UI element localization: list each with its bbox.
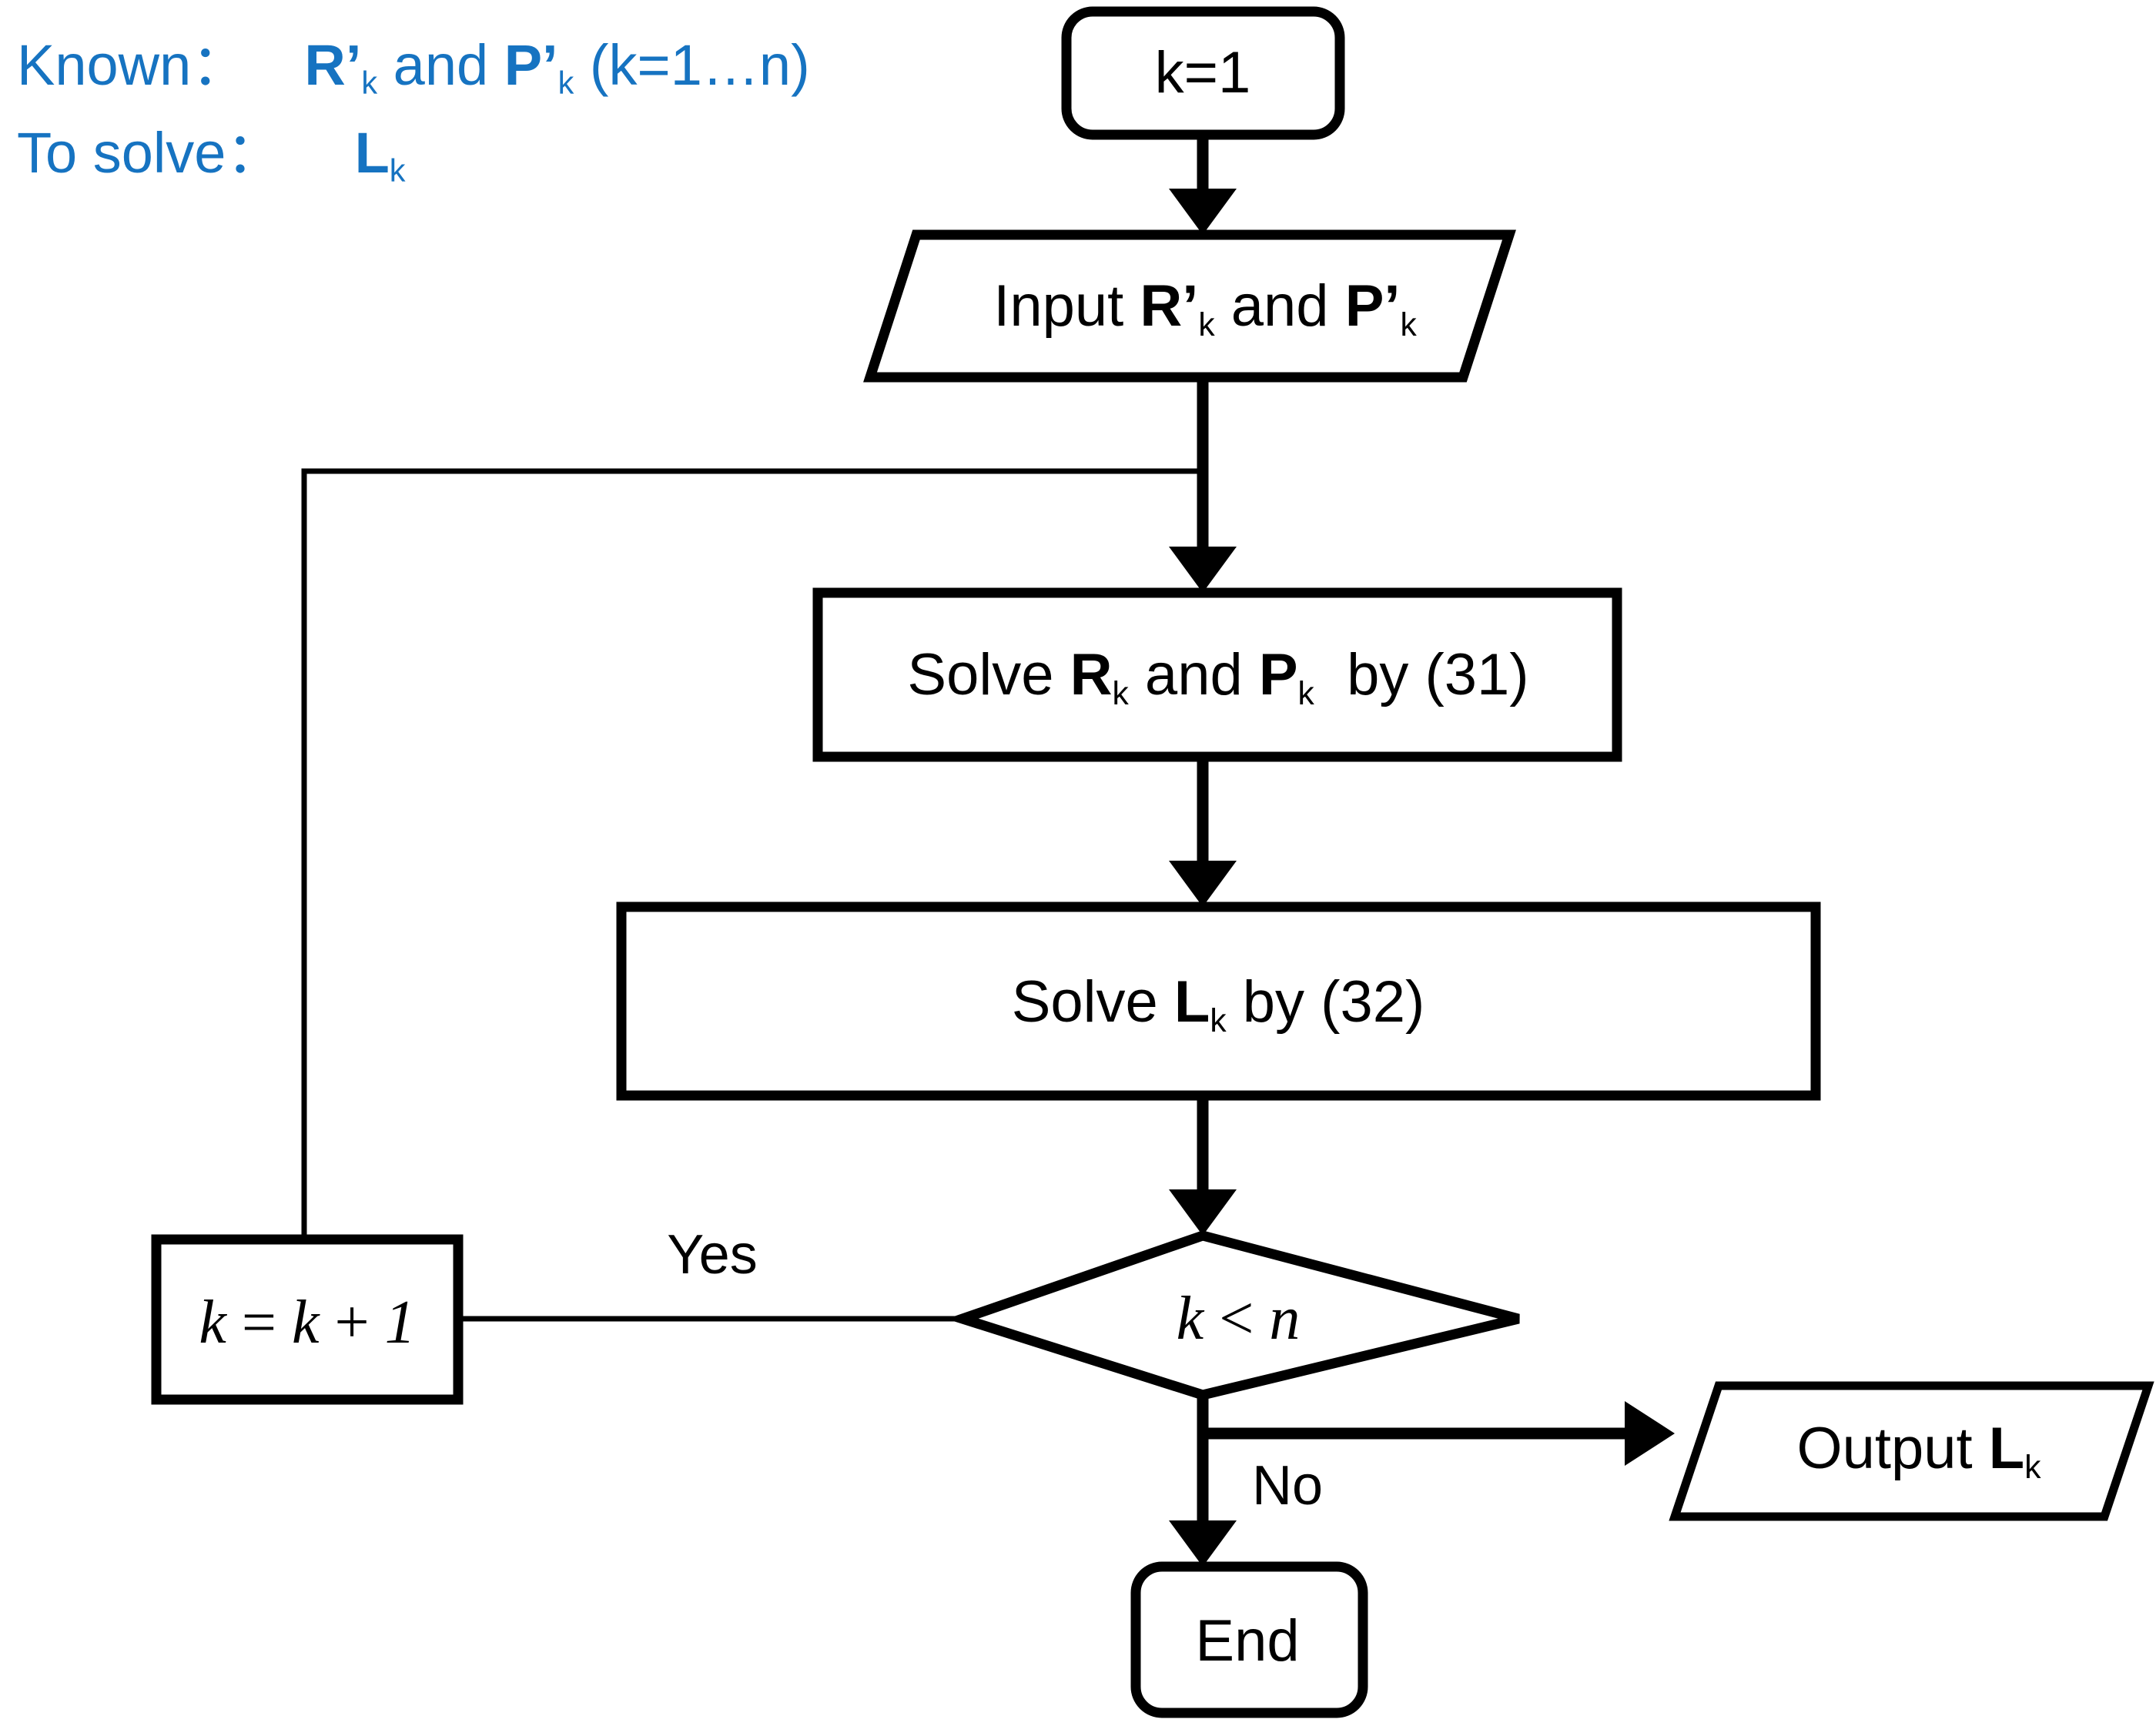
edge-decision-no-to-end — [1169, 1395, 1237, 1567]
node-end-label: End — [1195, 1608, 1300, 1674]
known-value: R’k and P’k (k=1…n) — [304, 33, 810, 102]
node-increment-label: k = k + 1 — [199, 1289, 416, 1356]
node-input-shape[interactable] — [863, 229, 1516, 383]
edge-start-to-input — [1169, 135, 1237, 235]
edge-label-yes: Yes — [667, 1224, 758, 1286]
known-annotation: Known： R’k and P’k (k=1…n) To solve： Lk — [17, 37, 810, 187]
edge-input-to-solve-rp — [1169, 377, 1237, 593]
tosolve-label: To solve： — [17, 121, 283, 185]
known-label: Known： — [17, 33, 249, 97]
node-solve-rp-shape[interactable] — [812, 587, 1622, 762]
edge-label-no: No — [1251, 1455, 1324, 1517]
node-input-label: Input R’k and P’k — [993, 273, 1417, 343]
edge-solve-rp-to-solve-l — [1169, 757, 1237, 907]
node-decision-shape[interactable] — [946, 1230, 1520, 1400]
known-line: Known： R’k and P’k (k=1…n) — [17, 37, 810, 99]
node-output-shape[interactable] — [1669, 1381, 2154, 1521]
tosolve-line: To solve： Lk — [17, 125, 810, 187]
node-start-label: k=1 — [1154, 40, 1251, 105]
edge-decision-to-output — [1203, 1401, 1675, 1466]
node-decision-label: k < n — [1176, 1285, 1301, 1353]
node-end-shape[interactable] — [1130, 1561, 1368, 1718]
edge-solve-l-to-decision — [1169, 1095, 1237, 1236]
node-start-shape[interactable] — [1061, 6, 1345, 140]
tosolve-value: Lk — [354, 121, 406, 189]
node-increment-shape[interactable] — [151, 1234, 464, 1405]
node-solve-l-shape[interactable] — [616, 901, 1821, 1101]
edge-feedback-loop — [301, 468, 1203, 1239]
node-solve-rp-label: Solve Rk and Pk by (31) — [907, 642, 1529, 712]
node-output-label: Output Lk — [1796, 1416, 2041, 1486]
node-solve-l-label: Solve Lk by (32) — [1011, 969, 1425, 1039]
